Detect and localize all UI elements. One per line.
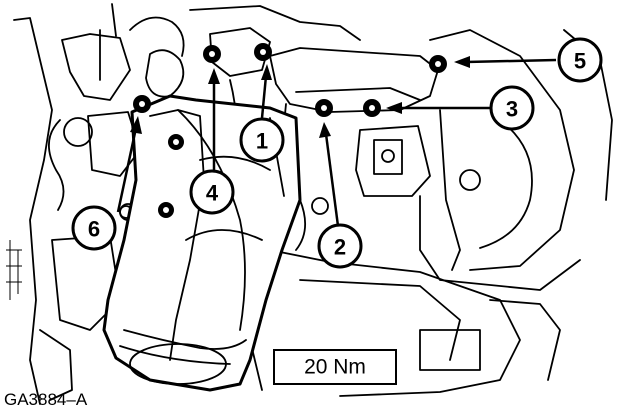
bolt-6: [133, 95, 151, 113]
figure-id: GA3884–A: [4, 390, 88, 409]
shield-stud: [158, 202, 174, 218]
torque-spec-label: 20 Nm: [304, 356, 366, 379]
engine-line-art: [6, 3, 613, 405]
leader-2: [319, 122, 340, 227]
bolt-2: [315, 99, 333, 117]
callout-4: 4: [189, 169, 235, 215]
shield-stud: [168, 134, 184, 150]
callout-5: 5: [557, 37, 603, 83]
heat-shield: [102, 94, 302, 392]
bolt-5: [429, 55, 447, 73]
callout-2: 2: [317, 223, 363, 269]
svg-text:5: 5: [574, 49, 586, 74]
svg-text:2: 2: [334, 235, 346, 260]
torque-spec-box: 20 Nm: [273, 349, 397, 385]
leader-3: [386, 102, 490, 114]
bolt-1: [254, 43, 272, 61]
callout-1: 1: [239, 117, 285, 163]
callout-6: 6: [71, 205, 117, 251]
callout-3: 3: [489, 85, 535, 131]
leader-1: [260, 64, 272, 119]
leader-6: [116, 116, 142, 213]
bolt-3: [363, 99, 381, 117]
leader-5: [454, 56, 557, 68]
svg-text:3: 3: [506, 97, 518, 122]
svg-text:6: 6: [88, 217, 100, 242]
svg-text:4: 4: [206, 181, 219, 206]
svg-text:1: 1: [256, 129, 268, 154]
bolt-4: [203, 45, 221, 63]
leader-4: [208, 68, 220, 170]
